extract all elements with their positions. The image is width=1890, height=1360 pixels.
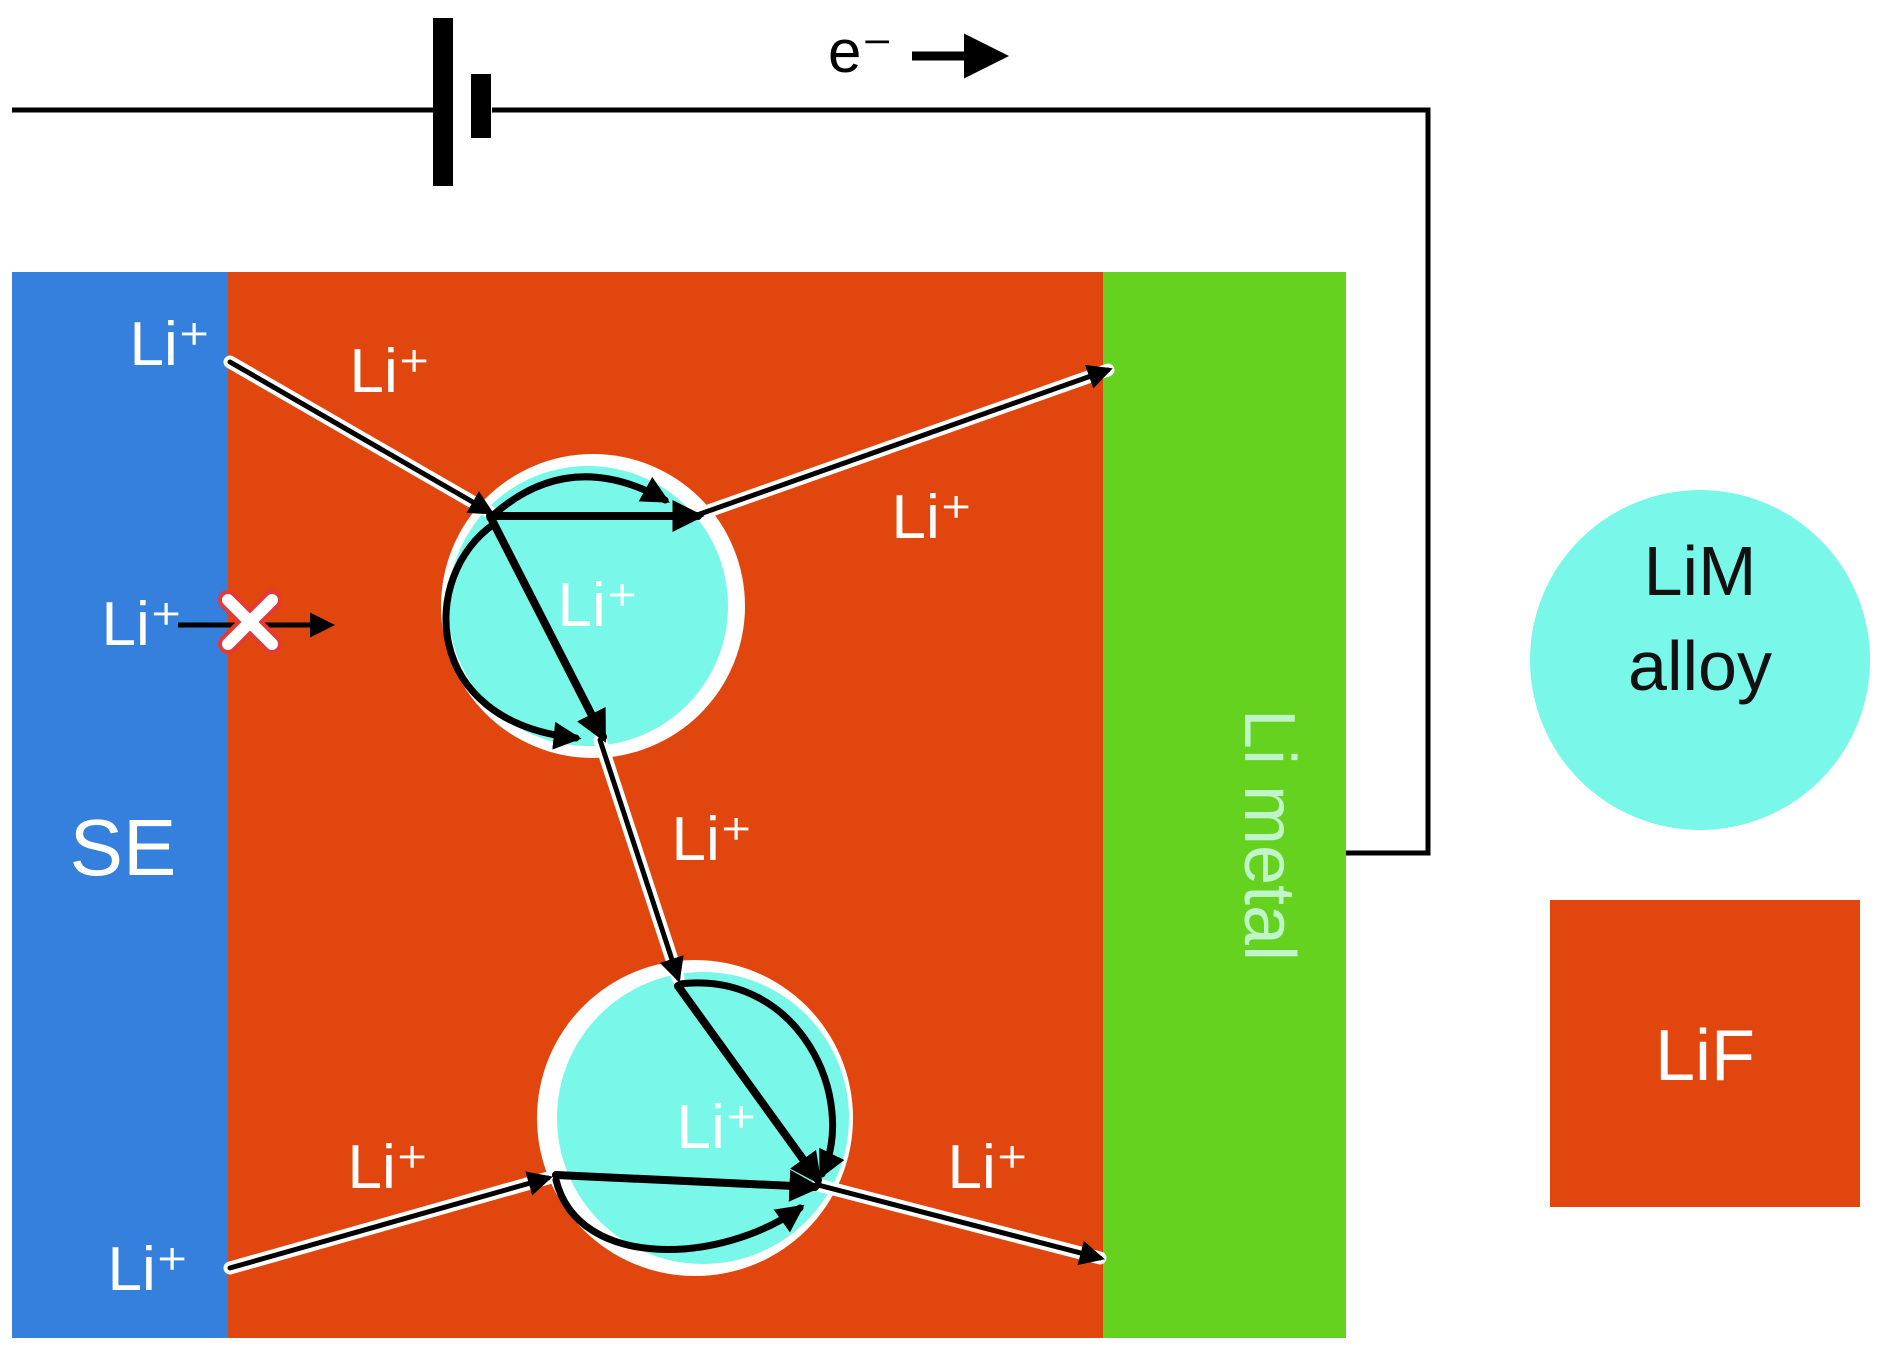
ion-path-upper-particle-to-metal bbox=[697, 364, 1113, 517]
ion-label-particle-lower: Li⁺ bbox=[677, 1093, 758, 1162]
blocked-ion-path bbox=[178, 590, 335, 654]
ion-label-path-lower-right: Li⁺ bbox=[948, 1133, 1029, 1202]
se-region bbox=[12, 272, 228, 1338]
legend-lif-label: LiF bbox=[1655, 1016, 1755, 1096]
ion-label-path-upper-left: Li⁺ bbox=[350, 337, 431, 406]
ion-pathways bbox=[223, 355, 1115, 1275]
lower-particle-arrows bbox=[552, 979, 845, 1253]
ion-path-lower-particle-to-metal bbox=[815, 1182, 1105, 1266]
ion-label-path-middle: Li⁺ bbox=[672, 805, 753, 874]
se-label: SE bbox=[70, 803, 177, 892]
li-metal-label: Li metal bbox=[1229, 709, 1309, 961]
li-metal-region bbox=[1103, 272, 1346, 1338]
legend: LiM alloy LiF bbox=[1530, 490, 1870, 1207]
external-circuit: e⁻ bbox=[12, 18, 1431, 856]
ion-label-se-top: Li⁺ bbox=[130, 310, 211, 379]
electron-label: e⁻ bbox=[828, 18, 893, 85]
legend-alloy-swatch bbox=[1530, 490, 1870, 830]
upper-particle-arrows bbox=[442, 473, 705, 750]
ion-path-se-to-lower-particle bbox=[227, 1171, 553, 1271]
alloy-particle-upper bbox=[448, 466, 728, 746]
legend-alloy-label-line1: LiM bbox=[1644, 532, 1757, 610]
blocked-x-icon bbox=[218, 590, 282, 654]
circuit-wire bbox=[12, 107, 1431, 856]
ion-path-between-particles bbox=[597, 737, 684, 983]
ion-label-se-bottom: Li⁺ bbox=[108, 1235, 189, 1304]
ion-path-se-to-upper-particle bbox=[227, 359, 495, 515]
ion-label-path-lower-left: Li⁺ bbox=[348, 1133, 429, 1202]
ion-labels: Li⁺ Li⁺ Li⁺ Li⁺ Li⁺ Li⁺ Li⁺ Li⁺ Li⁺ Li⁺ bbox=[102, 310, 1029, 1304]
legend-lif-swatch bbox=[1550, 900, 1860, 1207]
legend-alloy-label-line2: alloy bbox=[1628, 627, 1772, 705]
ion-label-particle-upper: Li⁺ bbox=[558, 571, 639, 640]
alloy-particle-lower bbox=[557, 972, 849, 1264]
ion-label-se-middle: Li⁺ bbox=[102, 590, 183, 659]
ion-label-path-upper-right: Li⁺ bbox=[892, 483, 973, 552]
